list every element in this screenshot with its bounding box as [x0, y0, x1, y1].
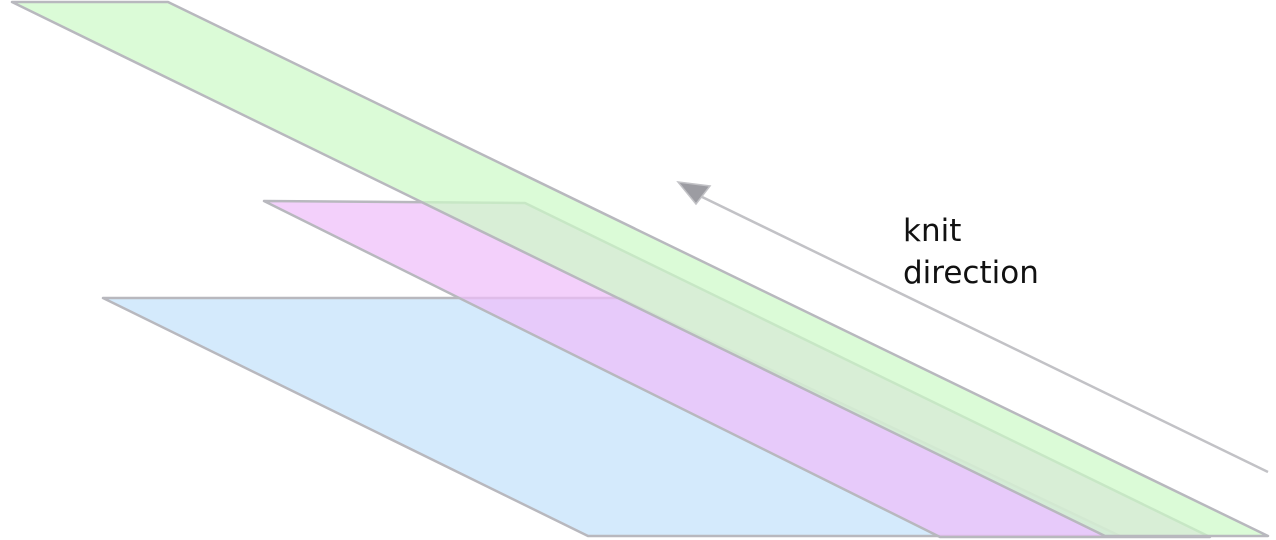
label-line-direction: direction [903, 255, 1039, 291]
arrow-head-icon [676, 181, 712, 206]
arrow-shaft [695, 192, 1269, 474]
knit-direction-arrow [676, 181, 1269, 474]
fabric-layers [10, 0, 1270, 539]
green-layer [10, 0, 1270, 538]
label-line-knit: knit [903, 213, 961, 249]
knit-direction-label: knit direction [903, 213, 1039, 291]
